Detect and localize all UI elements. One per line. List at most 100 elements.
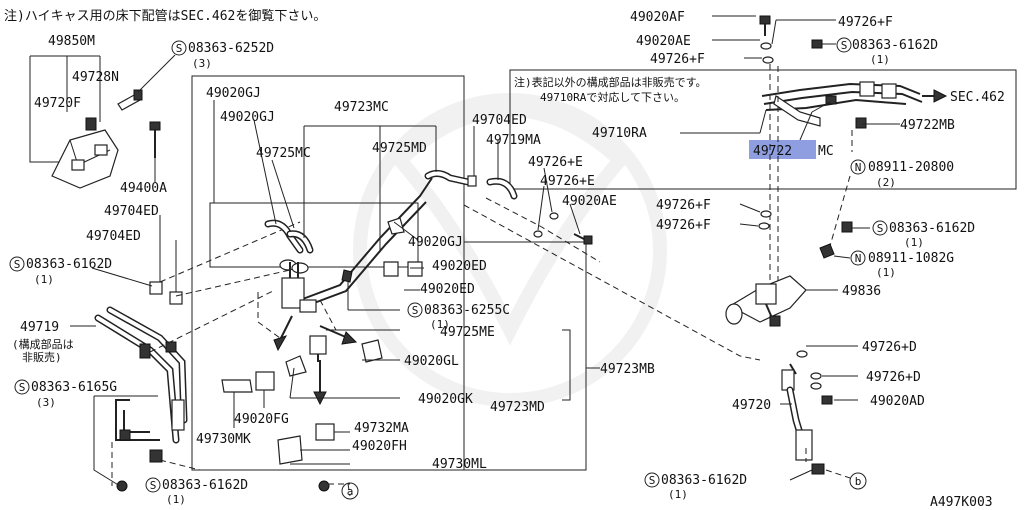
hose-49719ma bbox=[467, 175, 518, 200]
nut-08911-1082g bbox=[819, 243, 851, 259]
label-mc: MC bbox=[818, 144, 834, 159]
hose-49725me bbox=[309, 335, 327, 362]
junction-valve bbox=[281, 262, 317, 313]
label-qty: (2) bbox=[876, 176, 896, 189]
label-49020gj-a: 49020GJ bbox=[206, 86, 261, 101]
highlight-49722 bbox=[749, 140, 816, 159]
label-49726f-c: 49726+F bbox=[656, 198, 711, 213]
bolt-left-lower bbox=[116, 480, 330, 492]
svg-text:N: N bbox=[855, 252, 862, 265]
washers-49726e bbox=[533, 212, 559, 238]
label-49730ml: 49730ML bbox=[432, 457, 487, 472]
label-49020ed-a: 49020ED bbox=[432, 259, 487, 274]
label-49726d-a: 49726+D bbox=[862, 340, 917, 355]
label-49726e-a: 49726+E bbox=[528, 155, 583, 170]
label-08363-6162d-c: 08363-6162D bbox=[852, 38, 938, 53]
bracket-49730mk bbox=[221, 379, 253, 393]
s-prefix-icons: S S S S S S S S bbox=[9, 37, 888, 493]
label-49850m: 49850M bbox=[48, 34, 95, 49]
label-49704ed-a: 49704ED bbox=[104, 204, 159, 219]
pipe-49720 bbox=[781, 350, 833, 461]
ref-circle-a: a bbox=[341, 482, 359, 500]
label-49020ad: 49020AD bbox=[870, 394, 925, 409]
label-08363-6162d-d: 08363-6162D bbox=[889, 221, 975, 236]
sub-box-49020gj bbox=[209, 202, 419, 268]
bracket-49850m-part bbox=[51, 117, 119, 189]
label-49726f-a: 49726+F bbox=[838, 15, 893, 30]
clip-49020gl bbox=[361, 339, 383, 363]
label-49723mc: 49723MC bbox=[334, 100, 389, 115]
label-49704ed-b: 49704ED bbox=[86, 229, 141, 244]
bracket-49730ml bbox=[277, 435, 303, 465]
label-49719ma: 49719MA bbox=[486, 133, 541, 148]
label-49710ra: 49710RA bbox=[592, 126, 647, 141]
note-top-left: 注)ハイキャス用の床下配管はSEC.462を御覧下さい。 bbox=[4, 8, 326, 24]
note-box bbox=[509, 69, 1017, 190]
bracket-49850m bbox=[29, 56, 70, 163]
note-box-line2: 49710RAで対応して下さい。 bbox=[540, 90, 685, 104]
label-08363-6162d-a: 08363-6162D bbox=[26, 257, 112, 272]
label-49020fh: 49020FH bbox=[352, 439, 407, 454]
n-prefix-icons: N N bbox=[850, 159, 866, 266]
pipe-assembly-49710ra bbox=[761, 81, 948, 129]
label-qty: (1) bbox=[34, 273, 54, 286]
label-49720: 49720 bbox=[732, 398, 771, 413]
clip-49020fg bbox=[255, 371, 275, 391]
note-box-line1: 注)表記以外の構成部品は非販売です。 bbox=[514, 75, 707, 89]
svg-text:N: N bbox=[855, 161, 862, 174]
label-08363-6165g: 08363-6165G bbox=[31, 380, 117, 395]
label-49400a: 49400A bbox=[120, 181, 167, 196]
valve-49836 bbox=[725, 275, 807, 327]
label-49020fg: 49020FG bbox=[234, 412, 289, 427]
sub-box-49723mb bbox=[464, 241, 587, 471]
label-49725md: 49725MD bbox=[372, 141, 427, 156]
label-49020gj-c: 49020GJ bbox=[408, 235, 463, 250]
svg-text:S: S bbox=[841, 39, 848, 52]
label-49020gj-b: 49020GJ bbox=[220, 110, 275, 125]
label-49020ae-b: 49020AE bbox=[636, 34, 691, 49]
label-qty: (1) bbox=[166, 493, 186, 506]
washers-49726f-mid bbox=[758, 210, 772, 230]
label-08363-6252d: 08363-6252D bbox=[188, 41, 274, 56]
bolt-08363-6162d-top bbox=[811, 39, 836, 49]
label-49704ed-c: 49704ED bbox=[472, 113, 527, 128]
svg-text:S: S bbox=[19, 381, 26, 394]
label-49722mb: 49722MB bbox=[900, 118, 955, 133]
label-qty: (1) bbox=[870, 53, 890, 66]
svg-text:S: S bbox=[176, 42, 183, 55]
label-qty: (3) bbox=[192, 57, 212, 70]
label-qty: (1) bbox=[430, 318, 450, 331]
clip-49020gk bbox=[285, 355, 307, 377]
label-49719: 49719 bbox=[20, 320, 59, 335]
hose-49725mc bbox=[264, 219, 314, 254]
clip-49020ed bbox=[383, 261, 423, 277]
svg-text:S: S bbox=[649, 474, 656, 487]
label-49732ma: 49732MA bbox=[354, 421, 409, 436]
label-49020gl: 49020GL bbox=[404, 354, 459, 369]
label-49020ae-a: 49020AE bbox=[562, 194, 617, 209]
label-49726f-b: 49726+F bbox=[650, 52, 705, 67]
svg-text:a: a bbox=[347, 485, 354, 498]
label-49725mc: 49725MC bbox=[256, 146, 311, 161]
label-08363-6162d-b: 08363-6162D bbox=[162, 478, 248, 493]
label-49719-note2: 非販売) bbox=[22, 351, 62, 364]
label-qty: (1) bbox=[876, 266, 896, 279]
label-49728n: 49728N bbox=[72, 70, 119, 85]
bolt-center-screw bbox=[341, 269, 353, 283]
label-08911-20800: 08911-20800 bbox=[868, 160, 954, 175]
bracket-area-dashed bbox=[257, 292, 337, 339]
label-49725me: 49725ME bbox=[440, 325, 495, 340]
label-49726d-b: 49726+D bbox=[866, 370, 921, 385]
clip-49704ed bbox=[149, 281, 183, 353]
label-08363-6255c: 08363-6255C bbox=[424, 303, 510, 318]
bolt-49400a bbox=[149, 121, 161, 158]
svg-text:S: S bbox=[412, 304, 419, 317]
label-49020gk: 49020GK bbox=[418, 392, 473, 407]
label-49020ed-b: 49020ED bbox=[420, 282, 475, 297]
label-qty: (1) bbox=[668, 488, 688, 501]
bolt-08363-6162d-mid bbox=[841, 221, 870, 233]
clip-49732ma bbox=[315, 423, 335, 441]
main-assembly-box bbox=[191, 75, 465, 471]
label-49720f: 49720F bbox=[34, 96, 81, 111]
